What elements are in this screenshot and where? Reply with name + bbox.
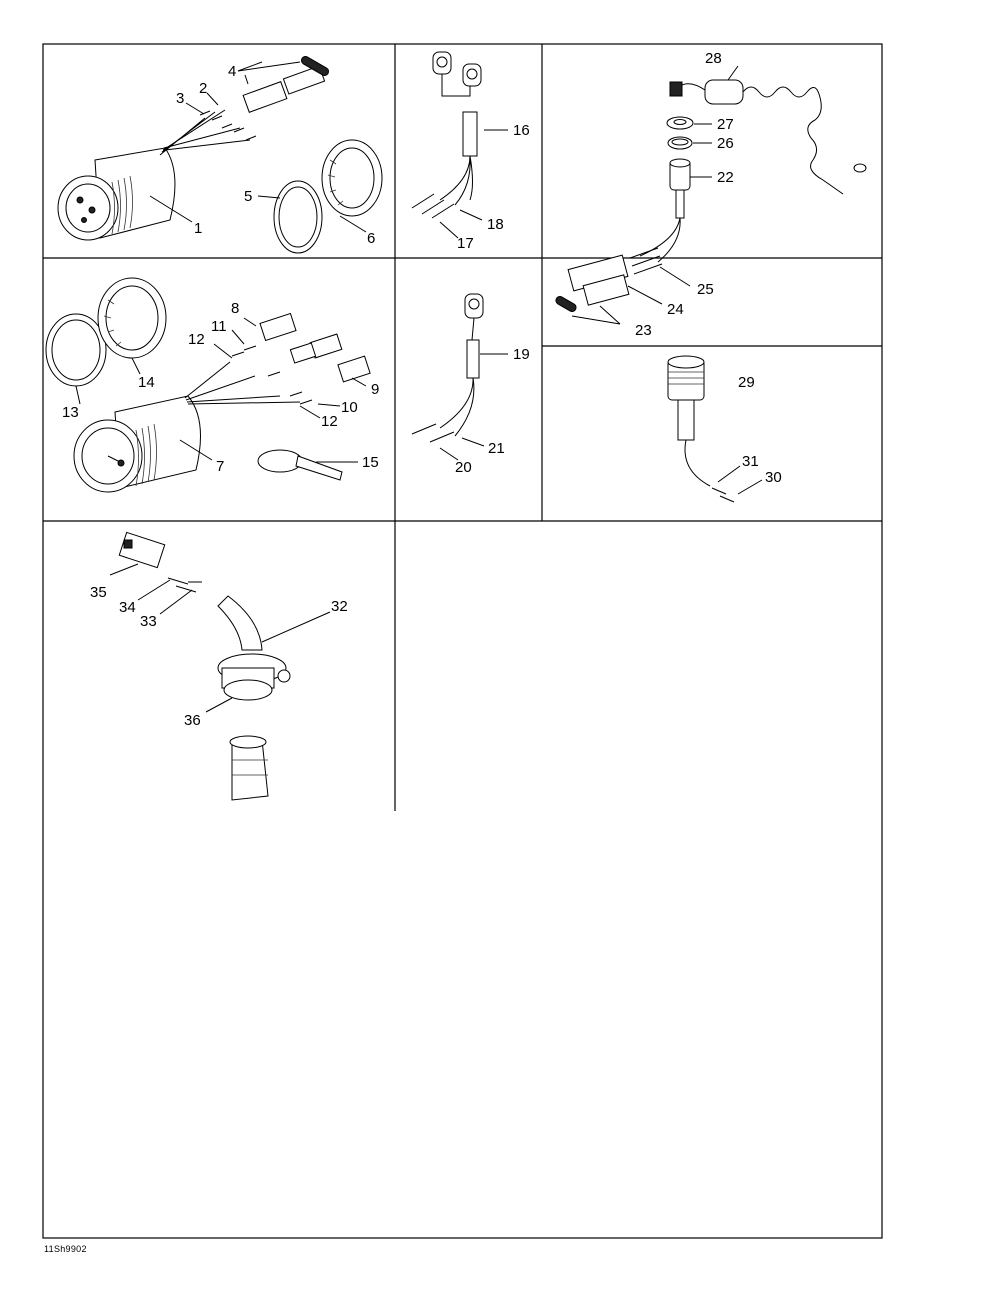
gasket-5 (273, 180, 323, 254)
callout-30: 30 (765, 469, 782, 486)
callout-1: 1 (194, 220, 202, 237)
speed-sensor-29 (667, 355, 735, 503)
washer-27 (666, 116, 694, 130)
callout-32: 32 (331, 598, 348, 615)
panel-grid (42, 43, 883, 1239)
callout-27: 27 (717, 116, 734, 133)
callout-3: 3 (176, 90, 184, 107)
callout-2: 2 (199, 80, 207, 97)
callout-12b: 12 (321, 413, 338, 430)
callout-labels: 1 2 3 4 5 6 7 8 9 10 11 12 12 13 14 15 1… (62, 50, 782, 729)
callout-14: 14 (138, 374, 155, 391)
gauge-assembly-1 (57, 109, 251, 241)
ring-nut-6 (321, 139, 383, 217)
connectors-8-9-10 (231, 312, 371, 405)
gasket-13 (45, 313, 107, 387)
terminals-33-34 (167, 577, 202, 593)
callout-8: 8 (231, 300, 239, 317)
callout-11: 11 (211, 318, 227, 335)
sensor-assembly-36 (217, 595, 291, 801)
callout-9: 9 (371, 381, 379, 398)
o-ring-26 (667, 136, 693, 150)
connector-24 (555, 247, 663, 312)
callout-29: 29 (738, 374, 755, 391)
ring-nut-14 (97, 277, 167, 359)
callout-26: 26 (717, 135, 734, 152)
cable-tie-15 (257, 449, 343, 481)
callout-36: 36 (184, 712, 201, 729)
callout-17: 17 (457, 235, 474, 252)
callout-24: 24 (667, 301, 684, 318)
callout-15: 15 (362, 454, 379, 471)
callout-10: 10 (341, 399, 358, 416)
safety-lanyard-28 (669, 79, 867, 195)
sensor-harness-16 (411, 51, 482, 219)
sensor-harness-19 (411, 293, 484, 443)
callout-25: 25 (697, 281, 714, 298)
callout-31: 31 (742, 453, 759, 470)
callout-33: 33 (140, 613, 157, 630)
callout-20: 20 (455, 459, 472, 476)
callout-23: 23 (635, 322, 652, 339)
callout-6: 6 (367, 230, 375, 247)
callout-34: 34 (119, 599, 136, 616)
callout-16: 16 (513, 122, 530, 139)
callout-5: 5 (244, 188, 252, 205)
callout-22: 22 (717, 169, 734, 186)
gauge-assembly-7 (73, 361, 301, 493)
callout-12a: 12 (188, 331, 205, 348)
callout-18: 18 (487, 216, 504, 233)
callout-4: 4 (228, 63, 236, 80)
connector-35 (118, 531, 166, 569)
drawing-code: 11Sh9902 (44, 1244, 87, 1254)
leader-lines (75, 61, 763, 713)
callout-13: 13 (62, 404, 79, 421)
callout-35: 35 (90, 584, 107, 601)
connector-housing-4 (199, 56, 330, 141)
callout-7: 7 (216, 458, 224, 475)
callout-21: 21 (488, 440, 505, 457)
callout-28: 28 (705, 50, 722, 67)
callout-19: 19 (513, 346, 530, 363)
key-switch-22 (639, 158, 691, 263)
